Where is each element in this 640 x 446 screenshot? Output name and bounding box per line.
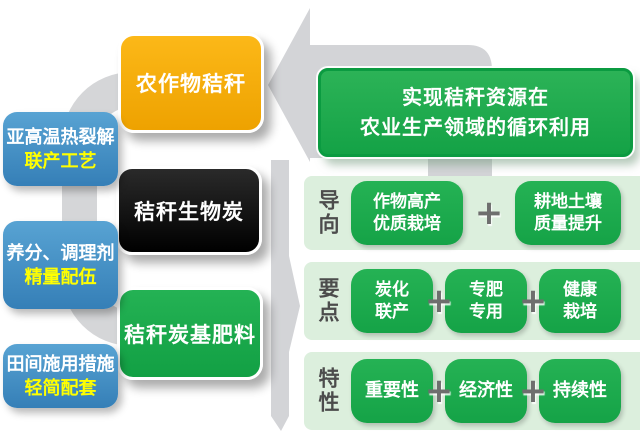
item-line: 耕地土壤 bbox=[534, 191, 602, 211]
row-keypoints-item-1: 炭化 联产 bbox=[351, 269, 433, 333]
row-keypoints-item-2: 专肥 专用 bbox=[445, 269, 527, 333]
annotation-field-box: 田间施用措施 轻简配套 bbox=[3, 344, 118, 408]
plus-icon: + bbox=[474, 193, 504, 233]
item-line: 专肥 bbox=[469, 279, 503, 299]
row-keypoints-item-3: 健康 栽培 bbox=[539, 269, 621, 333]
annotation-nutrient-line1: 养分、调理剂 bbox=[6, 242, 115, 263]
item-line: 作物高产 bbox=[373, 191, 441, 211]
goal-line2: 农业生产领域的循环利用 bbox=[360, 116, 591, 139]
item-line: 重要性 bbox=[365, 380, 419, 401]
crop-straw-box: 农作物秸秆 bbox=[118, 33, 264, 133]
row-characteristics-item-2: 经济性 bbox=[445, 359, 527, 423]
plus-icon: + bbox=[518, 281, 548, 321]
row-orientation-item-1: 作物高产 优质栽培 bbox=[351, 181, 463, 245]
item-line: 栽培 bbox=[563, 302, 597, 321]
carbon-fertilizer-box: 秸秆炭基肥料 bbox=[117, 287, 263, 380]
matrix-row-orientation: 导向 作物高产 优质栽培 + 耕地土壤 质量提升 bbox=[304, 176, 640, 250]
plus-icon: + bbox=[424, 371, 454, 411]
row-orientation-item-2: 耕地土壤 质量提升 bbox=[515, 181, 621, 245]
annotation-nutrient-line2: 精量配伍 bbox=[24, 267, 97, 287]
row-characteristics-item-1: 重要性 bbox=[351, 359, 433, 423]
item-line: 质量提升 bbox=[534, 214, 602, 233]
matrix-row-keypoints: 要点 炭化 联产 + 专肥 专用 + 健康 栽培 bbox=[304, 262, 640, 340]
annotation-field-line1: 田间施用措施 bbox=[6, 353, 115, 374]
carbon-fertilizer-label: 秸秆炭基肥料 bbox=[124, 323, 256, 347]
annotation-pyrolysis-box: 亚高温热裂解 联产工艺 bbox=[3, 112, 118, 186]
row-keypoints-label: 要点 bbox=[316, 277, 339, 325]
row-characteristics-label: 特性 bbox=[316, 367, 339, 415]
item-line: 经济性 bbox=[459, 380, 513, 401]
annotation-pyrolysis-line2: 联产工艺 bbox=[24, 151, 97, 171]
straw-biochar-label: 秸秆生物炭 bbox=[134, 200, 244, 224]
item-line: 优质栽培 bbox=[373, 214, 441, 233]
flow-right-chevron-icon bbox=[271, 160, 300, 431]
row-characteristics-item-3: 持续性 bbox=[539, 359, 621, 423]
row-orientation-label: 导向 bbox=[316, 189, 339, 237]
item-line: 联产 bbox=[375, 302, 409, 321]
item-line: 炭化 bbox=[375, 279, 409, 299]
annotation-field-line2: 轻简配套 bbox=[24, 378, 97, 398]
annotation-nutrient-box: 养分、调理剂 精量配伍 bbox=[3, 221, 118, 309]
plus-icon: + bbox=[518, 371, 548, 411]
matrix-row-characteristics: 特性 重要性 + 经济性 + 持续性 bbox=[304, 352, 640, 430]
plus-icon: + bbox=[424, 281, 454, 321]
annotation-pyrolysis-line1: 亚高温热裂解 bbox=[6, 126, 115, 147]
straw-biochar-box: 秸秆生物炭 bbox=[116, 166, 262, 255]
goal-box: 实现秸秆资源在 农业生产领域的循环利用 bbox=[318, 68, 633, 157]
goal-line1: 实现秸秆资源在 bbox=[402, 86, 549, 109]
crop-straw-label: 农作物秸秆 bbox=[136, 73, 246, 96]
item-line: 健康 bbox=[563, 279, 597, 299]
item-line: 持续性 bbox=[553, 380, 607, 401]
item-line: 专用 bbox=[469, 302, 503, 321]
